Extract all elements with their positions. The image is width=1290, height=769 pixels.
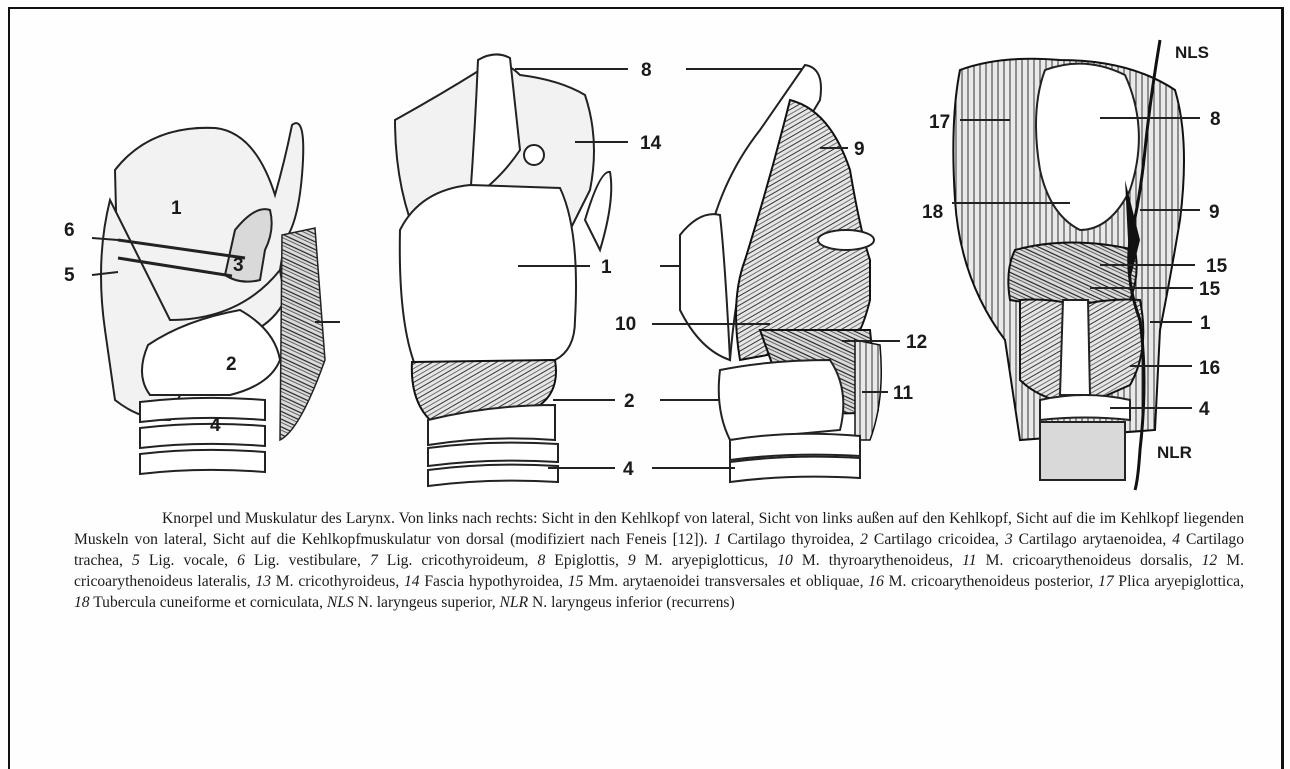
label-1: 1	[171, 198, 182, 219]
legend-term: Lig. vocale,	[140, 552, 237, 569]
legend-term: M. thyroarythenoideus,	[793, 552, 962, 569]
figure-lateral-inner: 1 6 5 3 2 4	[64, 123, 340, 474]
label-4: 4	[1199, 399, 1210, 420]
label-2: 2	[624, 391, 635, 412]
label-16: 16	[1199, 358, 1220, 379]
label-15a: 15	[1206, 256, 1228, 277]
label-nls: NLS	[1175, 43, 1209, 62]
legend-number: 15	[568, 573, 584, 590]
tracheal-rings-outer	[428, 443, 558, 486]
label-9: 9	[854, 139, 865, 160]
label-11: 11	[893, 383, 914, 404]
legend-number: 12	[1202, 552, 1218, 569]
legend-term: Plica aryepiglottica,	[1114, 573, 1244, 590]
legend-term: Lig. cricothyroideum,	[378, 552, 538, 569]
legend-number: 7	[370, 552, 378, 569]
cricoid-ridge	[1060, 300, 1090, 395]
arytenoid-top	[818, 230, 874, 250]
arytenoid-muscles	[1008, 243, 1136, 306]
legend-number: NLR	[500, 594, 529, 611]
cricoid-inner	[719, 360, 844, 440]
tracheal-rings-dorsal	[1040, 422, 1125, 480]
posterior-muscle-strip	[280, 228, 325, 440]
label-3: 3	[233, 255, 244, 276]
legend-term: N. laryngeus superior,	[354, 594, 500, 611]
figure-lateral-outer: 8 14 1 10 2 4	[395, 54, 700, 486]
label-nlr: NLR	[1157, 443, 1192, 462]
larynx-illustration: 1 6 5 3 2 4	[0, 0, 1290, 505]
label-12: 12	[906, 332, 927, 353]
label-6: 6	[64, 220, 75, 241]
thyroid-cartilage-outer	[400, 185, 576, 365]
label-14: 14	[640, 133, 662, 154]
foramen	[524, 145, 544, 165]
legend-term: N. laryngeus inferior (recurrens)	[528, 594, 735, 611]
label-18: 18	[922, 202, 943, 223]
thyroid-edge-inner	[680, 214, 730, 360]
label-15b: 15	[1199, 279, 1221, 300]
label-8: 8	[1210, 109, 1221, 130]
label-1: 1	[601, 257, 612, 278]
label-9: 9	[1209, 202, 1220, 223]
legend-number: 13	[255, 573, 271, 590]
label-5: 5	[64, 265, 75, 286]
legend-term: Epiglottis,	[545, 552, 628, 569]
legend-number: 16	[868, 573, 884, 590]
legend-number: 3	[1005, 531, 1013, 548]
tracheal-rings	[140, 398, 265, 474]
legend-term: Cartilago thyroidea,	[721, 531, 860, 548]
legend-term: M. cricoarythenoideus dorsalis,	[977, 552, 1202, 569]
figure-inner-muscles: 9 12 11	[652, 65, 927, 482]
legend-number: 9	[628, 552, 636, 569]
label-17: 17	[929, 112, 950, 133]
legend-term: Lig. vestibulare,	[245, 552, 370, 569]
figure-caption: Knorpel und Muskulatur des Larynx. Von l…	[74, 508, 1244, 613]
legend-term: M. cricothyroideus,	[271, 573, 404, 590]
legend-term: Cartilago arytaenoidea,	[1013, 531, 1172, 548]
label-4: 4	[623, 459, 634, 480]
legend-number: 2	[860, 531, 868, 548]
legend-term: Mm. arytaenoidei transversales et obliqu…	[583, 573, 868, 590]
legend-number: 6	[237, 552, 245, 569]
legend-number: NLS	[327, 594, 354, 611]
legend-number: 18	[74, 594, 90, 611]
legend-number: 14	[404, 573, 420, 590]
legend-term: Fascia hypothyroidea,	[420, 573, 568, 590]
label-2: 2	[226, 354, 237, 375]
label-4: 4	[210, 415, 221, 436]
posterior-cricoarytenoid-lateral	[855, 340, 881, 440]
legend-term: Cartilago cricoidea,	[868, 531, 1005, 548]
figure-dorsal: NLS 17 8 18 9 15 15 1 16 4 NLR	[922, 40, 1228, 490]
label-10: 10	[615, 314, 636, 335]
tracheal-rings-inner	[730, 434, 860, 482]
legend-number: 4	[1172, 531, 1180, 548]
legend-term: M. cricoarythenoideus posterior,	[884, 573, 1098, 590]
legend-number: 5	[132, 552, 140, 569]
legend-number: 17	[1098, 573, 1114, 590]
legend-term: Tubercula cuneiforme et corniculata,	[90, 594, 327, 611]
label-8: 8	[641, 60, 652, 81]
legend-number: 11	[962, 552, 976, 569]
legend-number: 10	[777, 552, 793, 569]
legend-term: M. aryepiglotticus,	[636, 552, 778, 569]
label-1: 1	[1200, 313, 1211, 334]
